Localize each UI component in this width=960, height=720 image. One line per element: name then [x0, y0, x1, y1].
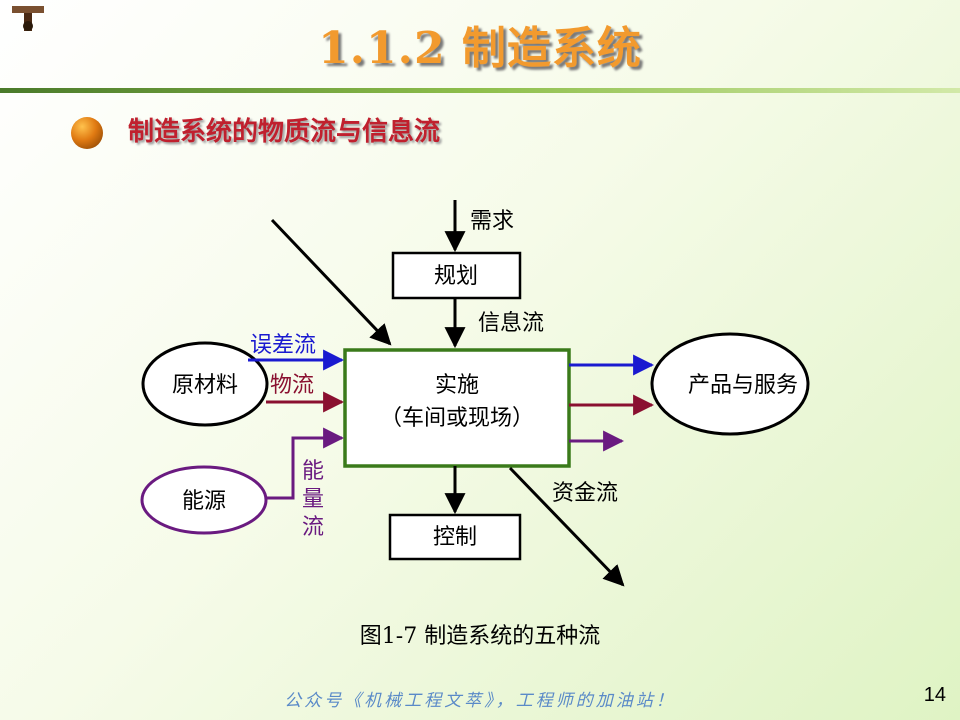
energy-flow-arrow — [266, 427, 345, 500]
capital-flow-arrow — [508, 466, 625, 587]
footer-text: 公众号《机械工程文萃》，工程师的加油站！ — [284, 691, 676, 711]
demand-label: 需求 — [470, 209, 514, 234]
material-flow-label: 物流 — [270, 373, 314, 398]
error-flow-label: 误差流 — [250, 333, 316, 358]
execution-label: 实施 — [435, 373, 479, 398]
energy-ellipse — [140, 465, 268, 535]
capital-flow-label: 资金流 — [552, 481, 618, 506]
page-title: 1.1.2 制造系统 — [318, 23, 642, 74]
energy-flow-label-2: 量 — [302, 487, 324, 512]
logo-icon — [12, 6, 44, 31]
title-divider — [0, 88, 960, 93]
energy-label: 能源 — [182, 489, 226, 514]
diagonal-input-arrow — [270, 218, 392, 346]
figure-caption: 图1-7 制造系统的五种流 — [359, 624, 601, 649]
products-ellipse — [650, 332, 810, 436]
bullet-icon — [71, 117, 103, 149]
execution-sublabel: （车间或现场） — [380, 406, 534, 431]
planning-box — [391, 251, 522, 300]
info-flow-label: 信息流 — [478, 311, 544, 336]
control-label: 控制 — [433, 525, 477, 550]
page-number: 14 — [923, 684, 946, 706]
control-box — [388, 513, 522, 561]
raw-material-ellipse — [141, 341, 269, 427]
energy-flow-label-1: 能 — [302, 459, 324, 484]
raw-material-label: 原材料 — [172, 373, 238, 398]
products-label: 产品与服务 — [688, 373, 798, 398]
section-subtitle: 制造系统的物质流与信息流 — [128, 117, 441, 147]
execution-box — [343, 348, 571, 468]
energy-flow-label-3: 流 — [302, 515, 324, 540]
planning-label: 规划 — [434, 264, 478, 289]
